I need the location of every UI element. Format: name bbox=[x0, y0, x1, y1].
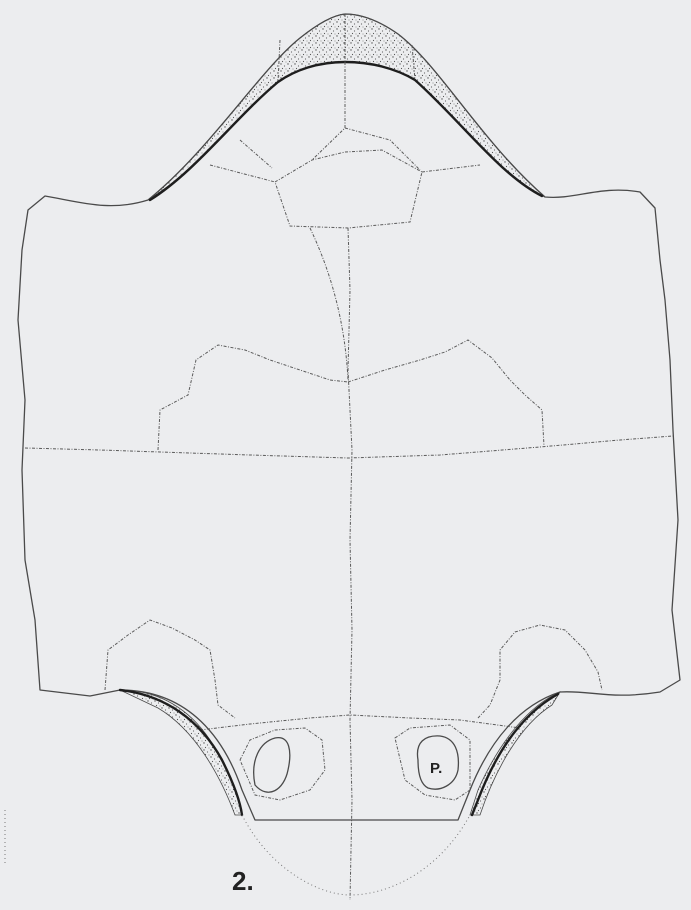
nuchal-left-branch bbox=[210, 165, 275, 182]
nuchal-right-branch bbox=[422, 165, 480, 172]
nuchal-top-left bbox=[240, 140, 272, 168]
transverse-suture bbox=[25, 436, 673, 458]
right-upper-plate bbox=[348, 340, 544, 446]
nuchal-plate bbox=[275, 150, 422, 228]
anterior-rim-stipple bbox=[148, 14, 545, 200]
left-pelvic-scar bbox=[254, 738, 290, 793]
nuchal-top-right bbox=[345, 128, 420, 170]
posterior-right-rim bbox=[470, 692, 560, 815]
part-label: P. bbox=[430, 760, 442, 777]
nuchal-top-mid bbox=[312, 62, 345, 160]
posterior-dotted-outline bbox=[242, 815, 470, 895]
posterior-transverse bbox=[200, 715, 520, 730]
figure-number: 2. bbox=[232, 866, 254, 896]
left-upper-plate bbox=[158, 345, 348, 450]
left-diagonal-suture bbox=[310, 228, 348, 380]
midline-suture bbox=[348, 228, 352, 900]
carapace-outline bbox=[18, 14, 680, 820]
